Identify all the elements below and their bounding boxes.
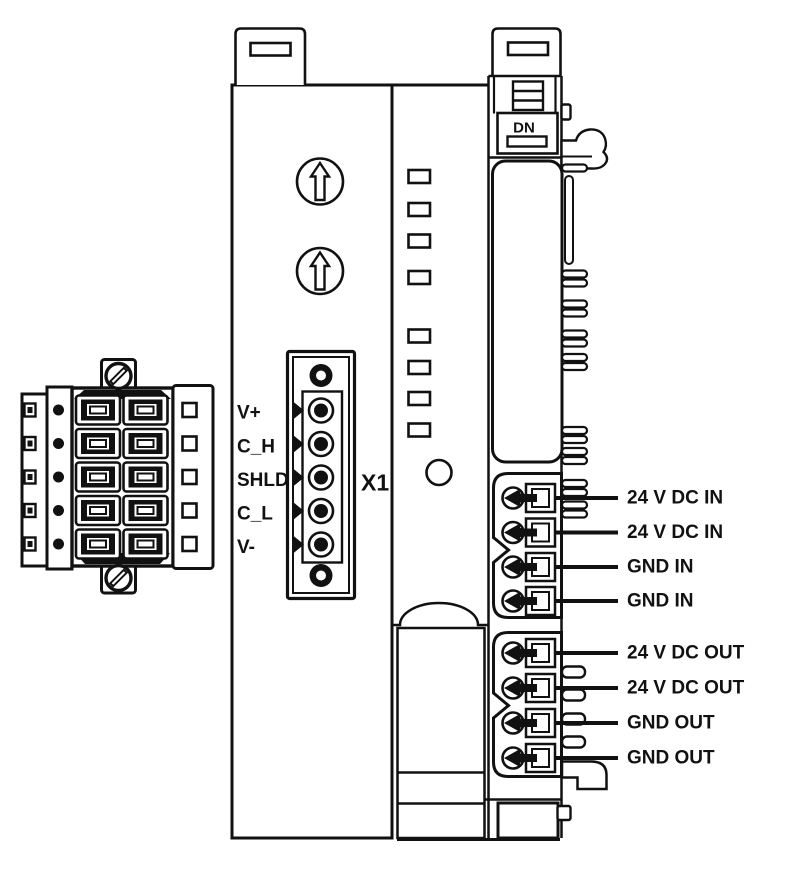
network-label-slot [506, 135, 548, 148]
pin-labels: V+ C_H SHLD C_L V- [237, 403, 289, 559]
plug-screw-top [106, 364, 131, 389]
lower-panel [396, 626, 486, 840]
pin-label-v-plus: V+ [237, 403, 261, 424]
connector-label: X1 [361, 470, 389, 496]
mounting-tab-right-slot [506, 41, 550, 57]
terminal-housing-out [492, 631, 563, 778]
bottom-foot [560, 760, 608, 791]
pin-label-shld: SHLD [237, 470, 289, 491]
status-column [392, 168, 489, 840]
terminal-label: GND IN [627, 591, 694, 612]
mounting-tab-left-slot [249, 41, 292, 57]
side-cover [491, 159, 564, 464]
dome-bump [392, 601, 489, 627]
terminal-label: GND IN [627, 557, 694, 578]
terminal-label: GND OUT [627, 713, 715, 734]
side-strip [564, 175, 574, 265]
terminal-label: 24 V DC IN [627, 522, 723, 543]
pin-label-c-l: C_L [237, 504, 273, 525]
power-terminal-section: 24 V DC IN 24 V DC IN GND IN GND IN 24 V… [492, 472, 745, 778]
orientation-arrow-top [295, 157, 345, 206]
latch-side-bump [560, 103, 572, 121]
bottom-block-bump [556, 804, 572, 822]
module-body [230, 27, 563, 841]
bottom-block [496, 801, 560, 840]
terminal-label: 24 V DC IN [627, 488, 723, 509]
bus-plug-connector [20, 358, 215, 595]
side-section [482, 128, 609, 840]
network-label: DN [513, 120, 535, 137]
orientation-arrow-bottom [295, 246, 345, 296]
plug-screw-bottom [106, 566, 131, 591]
din-rail-hook [560, 128, 609, 170]
latch-ladder [511, 80, 545, 112]
terminal-label: GND OUT [627, 748, 715, 769]
pin-label-c-h: C_H [237, 437, 275, 458]
x1-connector: X1 [285, 349, 389, 601]
round-button [425, 458, 453, 487]
terminal-label: 24 V DC OUT [627, 643, 745, 664]
latch-assembly: DN [488, 74, 572, 159]
pin-label-v-minus: V- [237, 537, 255, 558]
terminal-label: 24 V DC OUT [627, 678, 745, 699]
